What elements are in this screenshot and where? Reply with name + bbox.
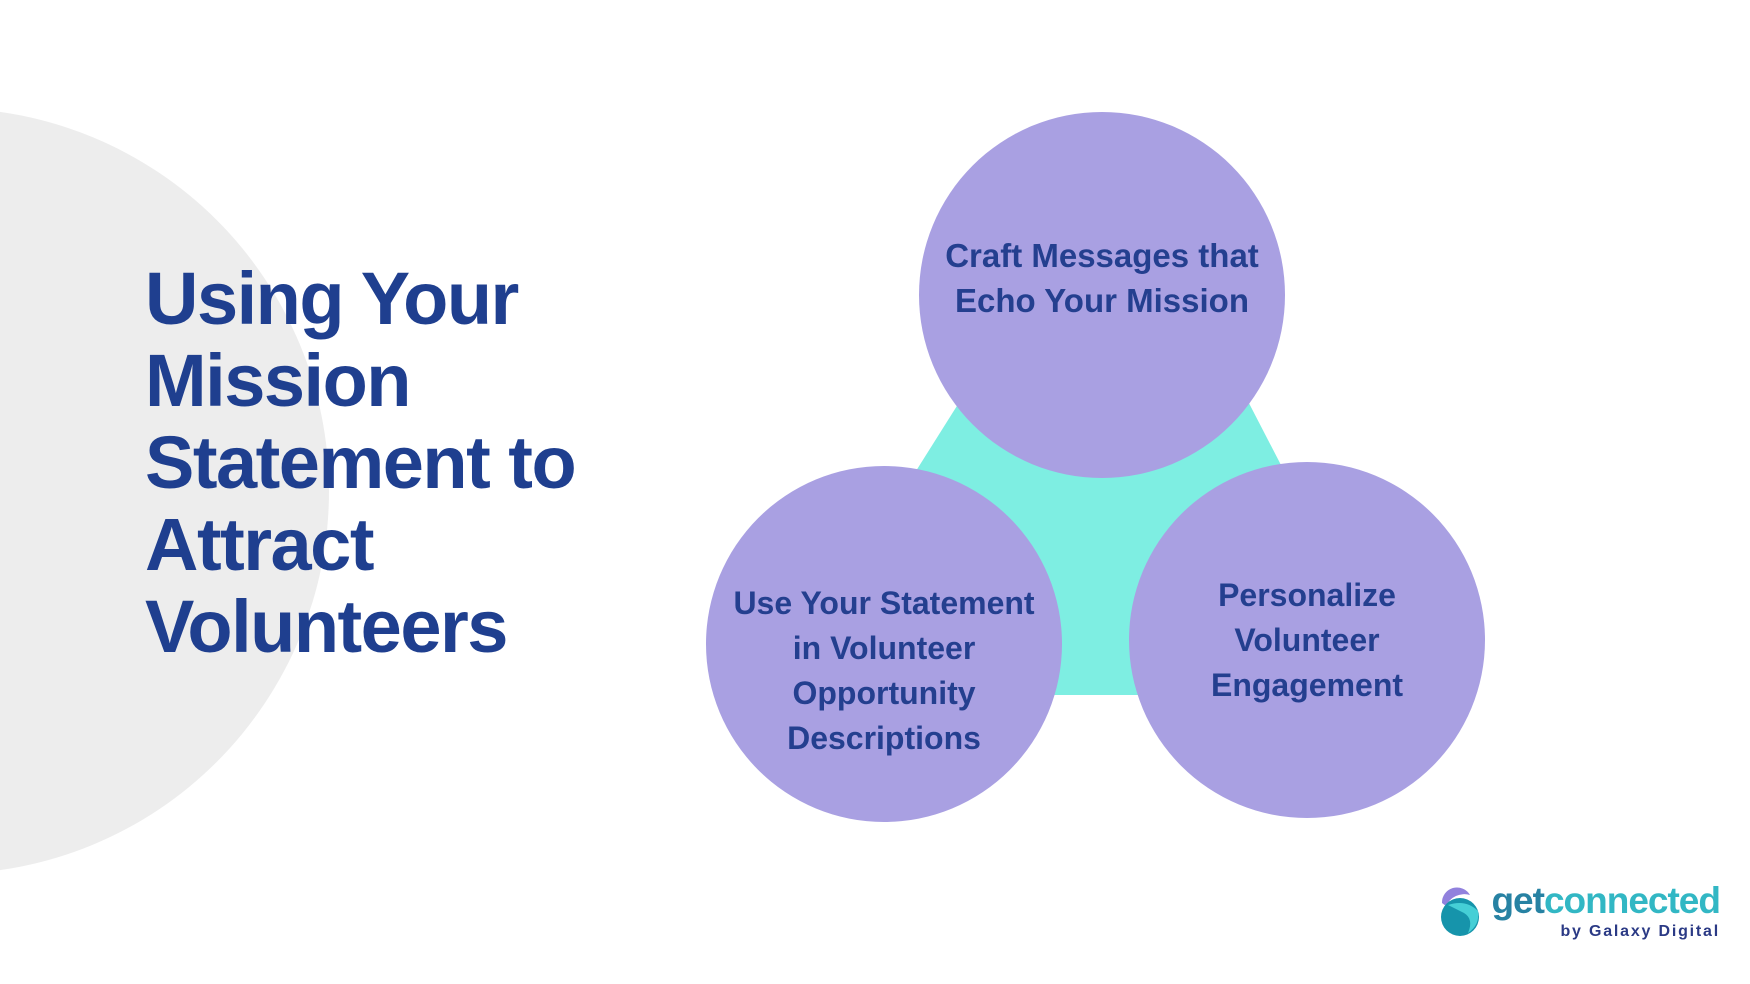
title-line: Statement to	[145, 421, 577, 504]
title-line: Attract	[145, 503, 374, 586]
node-circle-craft-messages: Craft Messages that Echo Your Mission	[919, 112, 1285, 478]
logo-crescent-shape	[1442, 887, 1471, 906]
node-label: Personalize Volunteer Engagement	[1211, 573, 1403, 708]
node-label-line: Echo Your Mission	[954, 282, 1249, 319]
node-label: Use Your Statement in Volunteer Opportun…	[733, 581, 1034, 761]
logo-sphere-highlight	[1448, 903, 1479, 933]
node-circle-personalize: Personalize Volunteer Engagement	[1129, 462, 1485, 818]
title-line: Mission	[145, 339, 411, 422]
node-label-line: Opportunity	[792, 675, 976, 711]
title-line: Volunteers	[145, 585, 508, 668]
logo-text: getconnected by Galaxy Digital	[1491, 880, 1721, 942]
logo-wordmark-get: get	[1491, 880, 1544, 921]
node-label-line: in Volunteer	[792, 630, 976, 666]
node-label-line: Craft Messages that	[945, 237, 1259, 274]
node-label-line: Personalize	[1218, 576, 1396, 613]
logo-wordmark-connected: connected	[1543, 880, 1721, 921]
node-label-line: Descriptions	[787, 720, 981, 756]
logo-tagline: by Galaxy Digital	[1560, 923, 1720, 940]
title-line: Using Your	[145, 257, 519, 340]
node-circle-use-statement: Use Your Statement in Volunteer Opportun…	[706, 466, 1062, 822]
node-label-line: Use Your Statement	[733, 585, 1035, 621]
node-label: Craft Messages that Echo Your Mission	[945, 233, 1259, 323]
getconnected-sphere-icon	[1441, 887, 1480, 936]
getconnected-logo: getconnected by Galaxy Digital	[1438, 880, 1721, 942]
node-label-line: Volunteer	[1234, 621, 1380, 658]
page-title: Using Your Mission Statement to Attract …	[145, 258, 705, 668]
logo-wordmark: getconnected	[1491, 880, 1721, 921]
node-label-line: Engagement	[1210, 666, 1404, 703]
